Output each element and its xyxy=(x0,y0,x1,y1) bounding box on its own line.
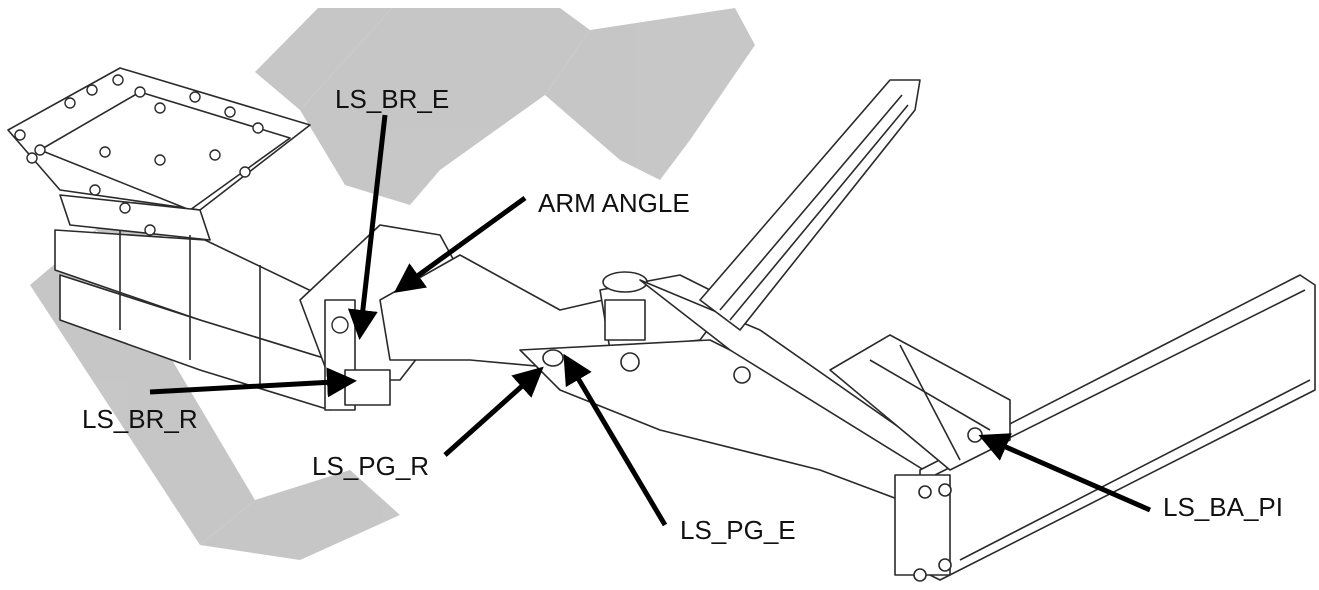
right-beam xyxy=(829,274,1316,582)
label-ls-ba-pi: LS_BA_PI xyxy=(1163,492,1283,522)
arrow-ls-br-r xyxy=(149,367,357,398)
label-arm-angle: ARM ANGLE xyxy=(538,188,690,218)
label-ls-br-e: LS_BR_E xyxy=(335,84,450,114)
arrow-ls-pg-r xyxy=(443,366,544,457)
left-platform xyxy=(7,67,471,411)
label-ls-pg-e: LS_PG_E xyxy=(680,515,796,545)
arrow-arm-angle xyxy=(393,195,527,293)
arrow-ls-br-e xyxy=(347,114,388,340)
upper-beam xyxy=(699,79,921,331)
label-ls-pg-r: LS_PG_R xyxy=(312,451,430,481)
callout-arrows xyxy=(149,114,1152,527)
arrow-ls-pg-e xyxy=(563,353,668,527)
label-ls-br-r: LS_BR_R xyxy=(82,404,198,434)
platform-bolts xyxy=(14,74,349,334)
arrow-ls-ba-pi xyxy=(978,433,1152,513)
